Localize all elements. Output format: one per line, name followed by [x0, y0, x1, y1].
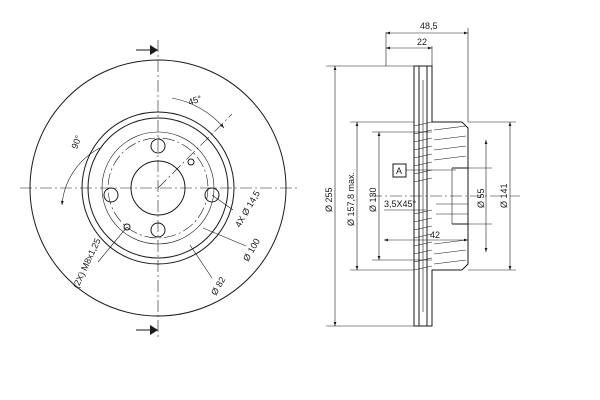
bolt-thread-label: (2X) M8x1,25: [71, 237, 103, 290]
pcd-leader: [202, 227, 247, 247]
angle-45-label: 45°: [187, 93, 203, 107]
datum-box: [392, 163, 407, 178]
dim-141-label: Ø 141: [499, 183, 509, 208]
dim-157-8-label: Ø 157,8 max.: [346, 172, 356, 226]
dim-255-label: Ø 255: [324, 187, 334, 212]
holes-label: 4X Ø 14,5: [233, 189, 262, 229]
thread-leader: [97, 226, 128, 263]
dim-48-5-label: 48,5: [420, 21, 438, 31]
front-view: 90° 45° (2X) M8x1,25 4X Ø 14,5 Ø 100 Ø 8…: [20, 40, 300, 340]
dia82-leader: [189, 244, 213, 279]
thread-hole-lower: [123, 223, 131, 231]
angle-90-arc: [60, 147, 101, 206]
diagonal-centerline: [157, 113, 233, 189]
bolt-hole-top: [150, 138, 166, 154]
dim-55-label: Ø 55: [476, 188, 486, 208]
hat-hatch: [433, 125, 467, 265]
angle-90-label: 90°: [70, 134, 84, 151]
angle-45-arc: [171, 97, 225, 129]
datum-label: A: [396, 166, 402, 176]
chamfer-label: 3,5X45°: [384, 199, 417, 209]
side-view: 48,5 22 Ø 255 Ø 157,8 max. Ø 130 A 3,5X4…: [324, 21, 520, 327]
section-arrow-top: [150, 45, 158, 55]
pcd-label: Ø 100: [241, 237, 262, 263]
thread-hole-upper: [187, 158, 195, 166]
section-arrow-bottom: [150, 325, 158, 335]
dim-130-label: Ø 130: [368, 187, 378, 212]
dia82-label: Ø 82: [209, 275, 227, 297]
holes-leader: [211, 194, 234, 211]
vent-hatch: [413, 121, 433, 271]
bolt-hole-left: [103, 187, 119, 203]
dim-22-label: 22: [417, 37, 427, 47]
dim-42-label: 42: [430, 230, 440, 240]
disc-section-outline: [413, 65, 469, 327]
